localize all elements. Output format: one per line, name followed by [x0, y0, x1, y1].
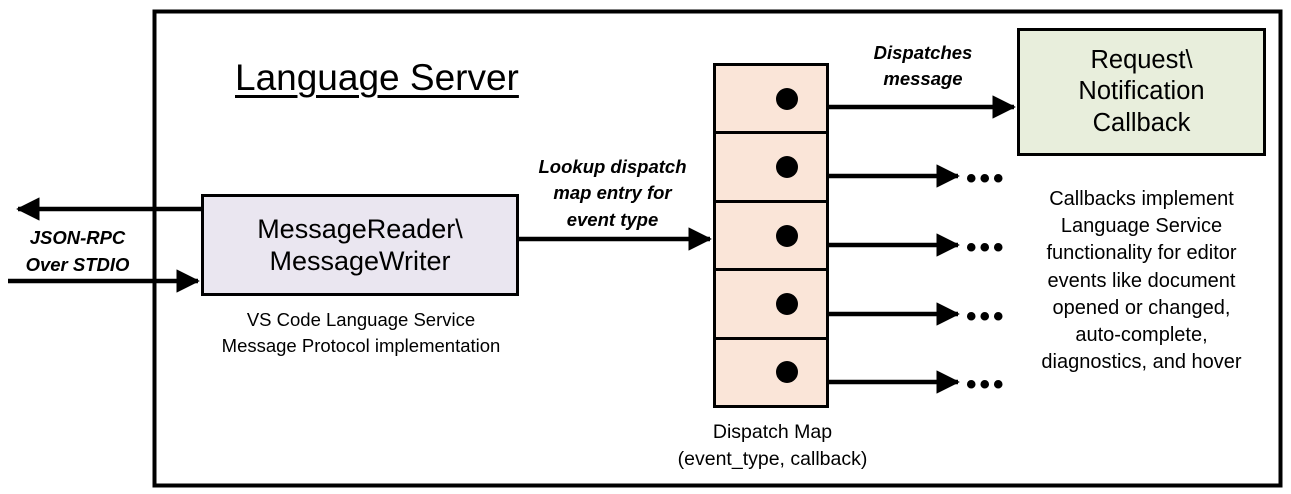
- message-reader-writer-label: MessageReader\ MessageWriter: [257, 213, 463, 276]
- callback-pointer-dot-icon: [776, 361, 798, 384]
- ellipsis-row-2: •••: [966, 231, 1007, 264]
- message-reader-writer-box[interactable]: MessageReader\ MessageWriter: [201, 194, 519, 296]
- callback-pointer-dot-icon: [776, 87, 798, 110]
- dispatches-message-edge-label: Dispatches message: [873, 42, 973, 90]
- json-rpc-transport-label: JSON-RPC Over STDIO: [25, 227, 130, 275]
- table-row[interactable]: [716, 134, 826, 203]
- table-row[interactable]: [716, 66, 826, 135]
- request-notification-callback-label: Request\ Notification Callback: [1078, 46, 1205, 137]
- dispatch-map-caption: Dispatch Map (event_type, callback): [677, 421, 868, 470]
- ellipsis-row-1: •••: [966, 162, 1007, 195]
- language-server-boundary-rect: [152, 9, 1283, 488]
- diagram-title: Language Server: [235, 57, 519, 98]
- dispatch-map-table[interactable]: [713, 63, 829, 408]
- callback-description-caption: Callbacks implement Language Service fun…: [1041, 188, 1242, 374]
- lookup-dispatch-edge-label: Lookup dispatch map entry for event type: [538, 156, 687, 230]
- ellipsis-row-3: •••: [966, 300, 1007, 333]
- request-notification-callback-box[interactable]: Request\ Notification Callback: [1017, 28, 1266, 156]
- table-row[interactable]: [716, 203, 826, 272]
- callback-pointer-dot-icon: [776, 224, 798, 247]
- message-reader-writer-caption: VS Code Language Service Message Protoco…: [221, 309, 501, 356]
- table-row[interactable]: [716, 340, 826, 405]
- table-row[interactable]: [716, 271, 826, 340]
- callback-pointer-dot-icon: [776, 292, 798, 315]
- ellipsis-row-4: •••: [966, 368, 1007, 401]
- callback-pointer-dot-icon: [776, 156, 798, 179]
